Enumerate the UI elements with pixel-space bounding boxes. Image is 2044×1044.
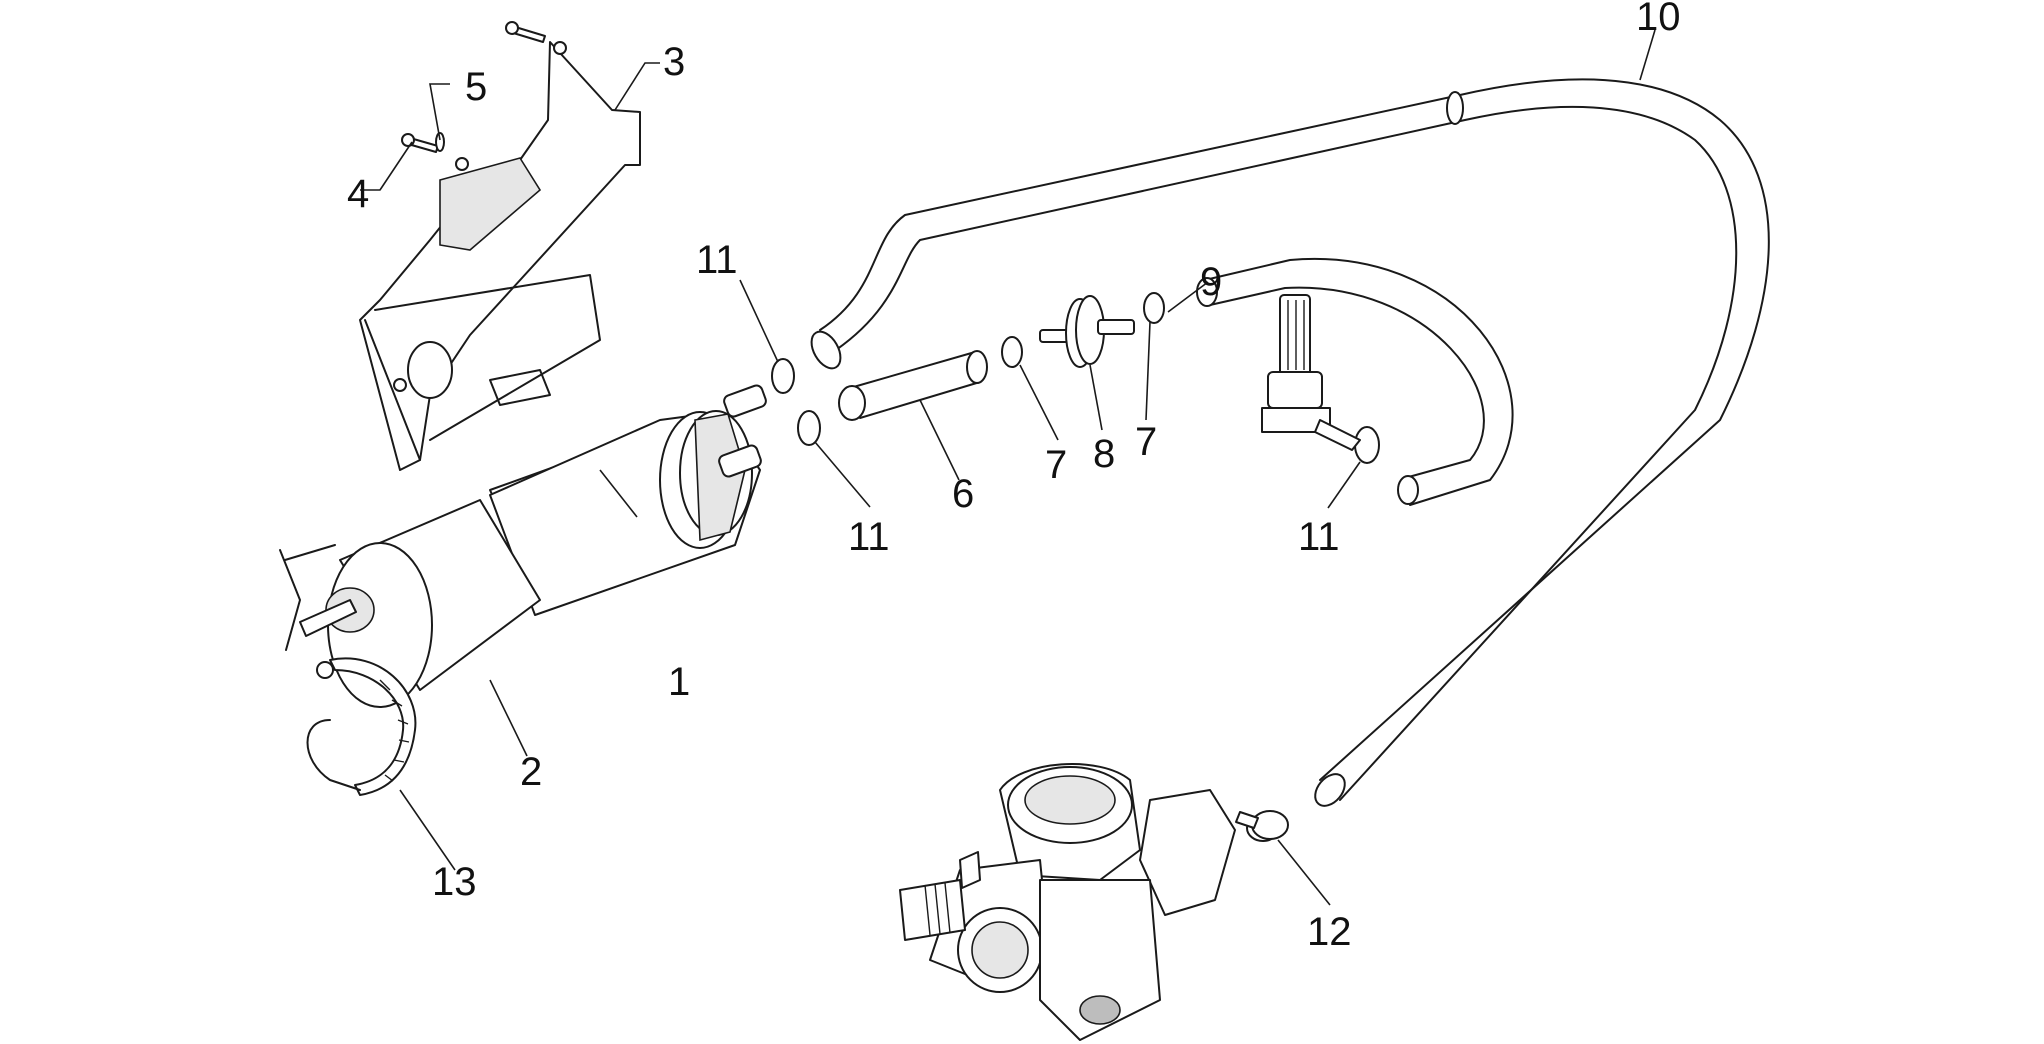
leader-lines (360, 29, 1656, 906)
washer-5 (435, 132, 445, 152)
callout-3: 3 (663, 40, 685, 84)
bolt-top (505, 21, 546, 43)
fuel-tap (1261, 294, 1361, 451)
fuel-pump (489, 384, 767, 616)
callout-12: 12 (1307, 910, 1352, 954)
callout-9: 9 (1200, 260, 1222, 304)
fuel-hose-6 (838, 350, 988, 421)
fuel-filter-8 (1039, 295, 1135, 368)
fuel-hose-9 (1196, 257, 1514, 506)
hose-clamp-12 (1235, 810, 1289, 840)
callout-10: 10 (1636, 0, 1681, 39)
callout-11c: 11 (1298, 515, 1340, 559)
bolt-4 (401, 133, 439, 153)
callout-11a: 11 (696, 238, 738, 282)
pump-inlet (279, 544, 357, 679)
mounting-bracket (359, 41, 641, 471)
callout-labels: 1 2 3 4 5 6 7 7 8 9 10 11 11 11 11 12 13 (347, 0, 1681, 954)
clamp-band-13 (306, 657, 417, 796)
callout-7a: 7 (1045, 443, 1067, 487)
hose-clamps-7 (1001, 292, 1165, 368)
callout-8: 8 (1093, 432, 1115, 476)
callout-2: 2 (520, 750, 542, 794)
fuel-hose-10 (810, 78, 1770, 807)
callout-11b: 11 (848, 515, 890, 559)
carburetor (899, 763, 1236, 1041)
callout-13: 13 (432, 860, 477, 904)
callout-4: 4 (347, 172, 369, 216)
callout-6: 6 (952, 472, 974, 516)
callout-1: 1 (668, 660, 690, 704)
callout-7b: 7 (1135, 420, 1157, 464)
callout-5: 5 (465, 65, 487, 109)
